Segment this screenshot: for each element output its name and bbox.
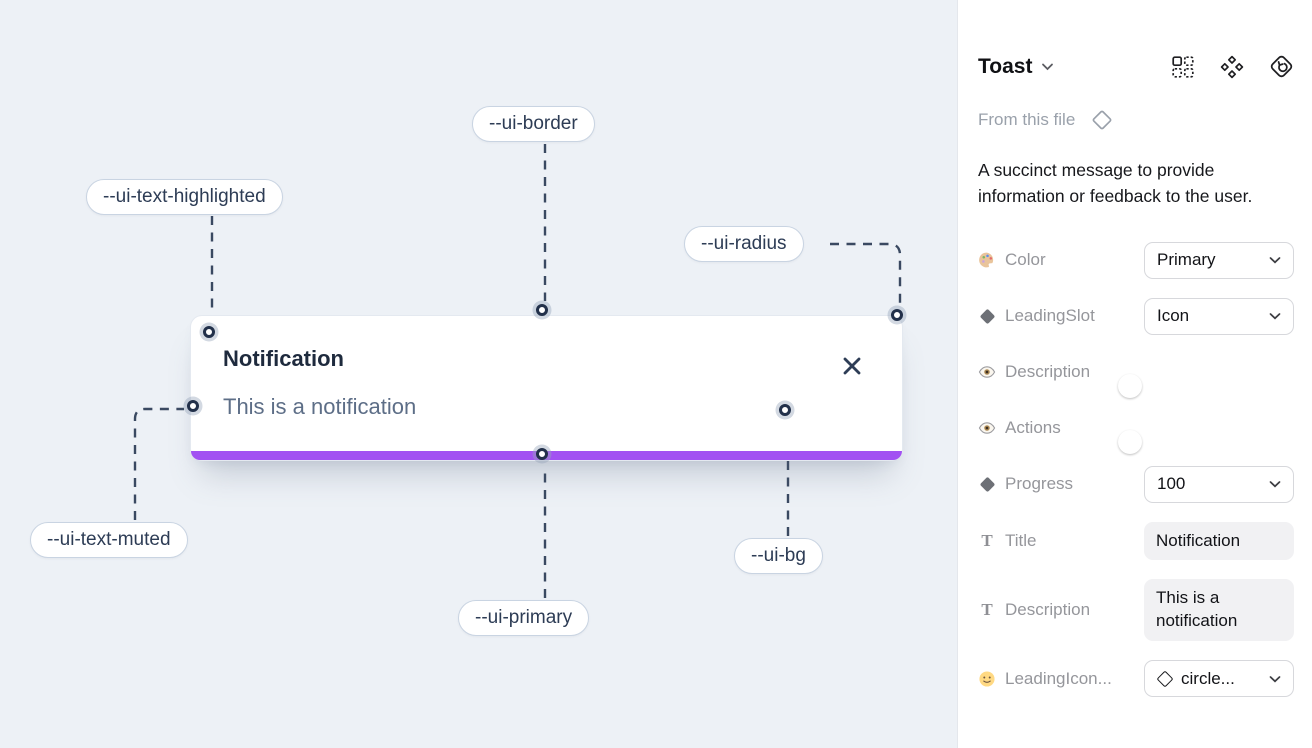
source-label: From this file <box>978 110 1076 129</box>
prop-label-leadingicon: LeadingIcon... <box>1005 668 1112 688</box>
prop-label-description: Description <box>1005 362 1091 381</box>
swap-instance-icon[interactable] <box>1269 54 1294 79</box>
progress-select[interactable]: 100 <box>1144 465 1294 503</box>
connector-dot-radius[interactable] <box>891 309 903 321</box>
chevron-down-icon <box>1263 675 1281 683</box>
progress-select-value: 100 <box>1157 474 1186 493</box>
design-canvas[interactable]: Notification This is a notification --ui… <box>0 0 957 748</box>
component-description: A succinct message to provide informatio… <box>978 160 1253 207</box>
description-input[interactable]: This is a notification <box>1144 579 1294 642</box>
prop-label-leadingslot: LeadingSlot <box>1005 306 1095 325</box>
toast-component[interactable]: Notification This is a notification <box>190 315 903 461</box>
panel-header: Toast <box>978 54 1294 79</box>
variants-icon[interactable] <box>1171 55 1195 79</box>
diamond-icon <box>978 475 996 493</box>
connector-dot-bg[interactable] <box>779 404 791 416</box>
prop-row-progress: Progress 100 <box>978 465 1294 503</box>
diamond-outline-icon <box>1089 107 1115 133</box>
connector-dot-text-muted[interactable] <box>187 400 199 412</box>
prop-row-description-toggle: Description <box>978 354 1294 398</box>
title-input[interactable]: Notification <box>1144 521 1294 561</box>
annotation-ui-border[interactable]: --ui-border <box>472 106 595 142</box>
prop-label-actions: Actions <box>1005 418 1061 437</box>
line-ui-text-muted <box>133 407 184 520</box>
toast-description: This is a notification <box>223 394 417 419</box>
property-list: Color Primary LeadingSlot <box>978 241 1294 698</box>
text-icon: T <box>981 600 993 620</box>
properties-panel: Toast <box>957 0 1312 748</box>
connector-dot-border[interactable] <box>536 304 548 316</box>
smiley-icon <box>978 670 996 688</box>
prop-row-leadingslot: LeadingSlot Icon <box>978 297 1294 335</box>
prop-row-leadingicon: LeadingIcon... circle... <box>978 660 1294 698</box>
prop-row-description-text: T Description This is a notification <box>978 579 1294 642</box>
color-select-value: Primary <box>1157 250 1216 269</box>
leadingslot-select[interactable]: Icon <box>1144 297 1294 335</box>
toast-title: Notification <box>223 346 344 371</box>
component-title[interactable]: Toast <box>978 54 1033 78</box>
annotation-ui-radius[interactable]: --ui-radius <box>684 226 804 262</box>
close-icon[interactable] <box>840 354 864 378</box>
diamond-outline-icon <box>1156 670 1174 688</box>
eye-icon <box>978 419 996 437</box>
prop-label-description-text: Description <box>1005 600 1091 620</box>
annotation-ui-text-highlighted[interactable]: --ui-text-highlighted <box>86 179 283 215</box>
prop-row-color: Color Primary <box>978 241 1294 279</box>
chevron-down-icon <box>1263 312 1281 320</box>
chevron-down-icon[interactable] <box>1041 62 1054 71</box>
leadingslot-select-value: Icon <box>1157 306 1190 325</box>
leadingicon-select-value: circle... <box>1181 668 1235 688</box>
color-select[interactable]: Primary <box>1144 241 1294 279</box>
leadingicon-select[interactable]: circle... <box>1144 660 1294 698</box>
palette-icon <box>978 251 996 269</box>
annotation-lines <box>133 144 902 598</box>
prop-label-progress: Progress <box>1005 474 1074 493</box>
text-icon: T <box>981 530 993 550</box>
connector-dot-primary[interactable] <box>536 448 548 460</box>
source-row: From this file <box>978 107 1294 133</box>
annotation-ui-primary[interactable]: --ui-primary <box>458 600 590 636</box>
chevron-down-icon <box>1263 480 1281 488</box>
line-ui-radius <box>830 242 902 306</box>
component-icon[interactable] <box>1220 55 1244 79</box>
prop-label-color: Color <box>1005 250 1046 269</box>
prop-row-actions-toggle: Actions <box>978 410 1294 454</box>
diamond-icon <box>978 307 996 325</box>
connector-dot-text-highlighted[interactable] <box>203 326 215 338</box>
prop-row-title: T Title Notification <box>978 521 1294 561</box>
prop-label-title: Title <box>1005 530 1037 550</box>
chevron-down-icon <box>1263 256 1281 264</box>
annotation-ui-text-muted[interactable]: --ui-text-muted <box>30 522 188 558</box>
annotation-ui-bg[interactable]: --ui-bg <box>734 538 823 574</box>
eye-icon <box>978 363 996 381</box>
